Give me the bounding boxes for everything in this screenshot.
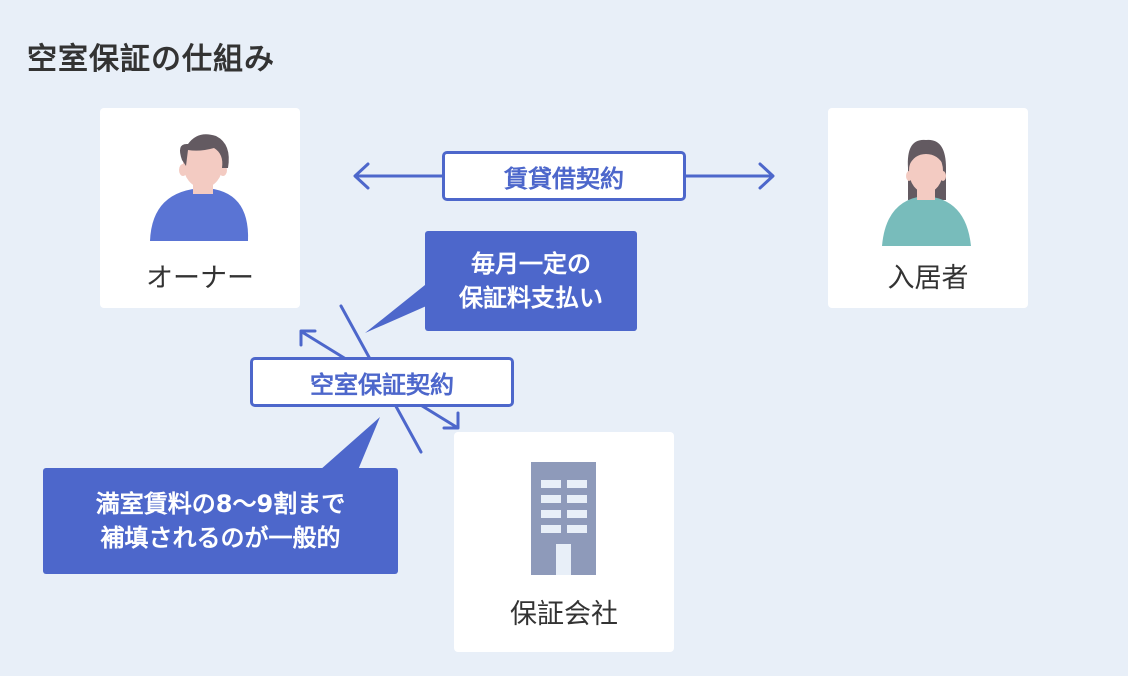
lease-arrowhead-left — [353, 162, 370, 190]
tenant-card: 入居者 — [828, 108, 1028, 308]
page-title: 空室保証の仕組み — [27, 42, 275, 77]
building-icon — [531, 462, 596, 575]
fee-callout-pointer — [365, 285, 440, 333]
compensation-callout-line-2: 補填されるのが一般的 — [100, 524, 341, 552]
vacancy-guarantee-contract-label: 空室保証契約 — [250, 357, 514, 407]
owner-label: オーナー — [146, 263, 254, 294]
woman-icon — [882, 139, 971, 246]
lease-contract-label: 賃貸借契約 — [442, 151, 686, 201]
guarantor-label: 保証会社 — [510, 599, 618, 630]
compensation-callout: 満室賃料の8〜9割まで 補填されるのが一般的 — [43, 468, 398, 574]
fee-callout: 毎月一定の 保証料支払い — [425, 231, 637, 331]
guarantee-arrowhead-up — [299, 329, 317, 347]
lease-contract-text: 賃貸借契約 — [504, 164, 624, 193]
fee-callout-line-2: 保証料支払い — [459, 284, 603, 312]
tenant-label: 入居者 — [887, 263, 969, 294]
fee-callout-line-1: 毎月一定の — [471, 250, 591, 278]
man-icon — [150, 134, 249, 241]
guarantee-arrowhead-down — [442, 411, 460, 430]
compensation-callout-line-1: 満室賃料の8〜9割まで — [95, 490, 346, 518]
owner-card: オーナー — [100, 108, 300, 308]
lease-arrowhead-right — [758, 162, 775, 190]
guarantor-card: 保証会社 — [454, 432, 674, 652]
vacancy-guarantee-contract-text: 空室保証契約 — [310, 370, 454, 399]
compensation-callout-pointer — [320, 417, 380, 470]
